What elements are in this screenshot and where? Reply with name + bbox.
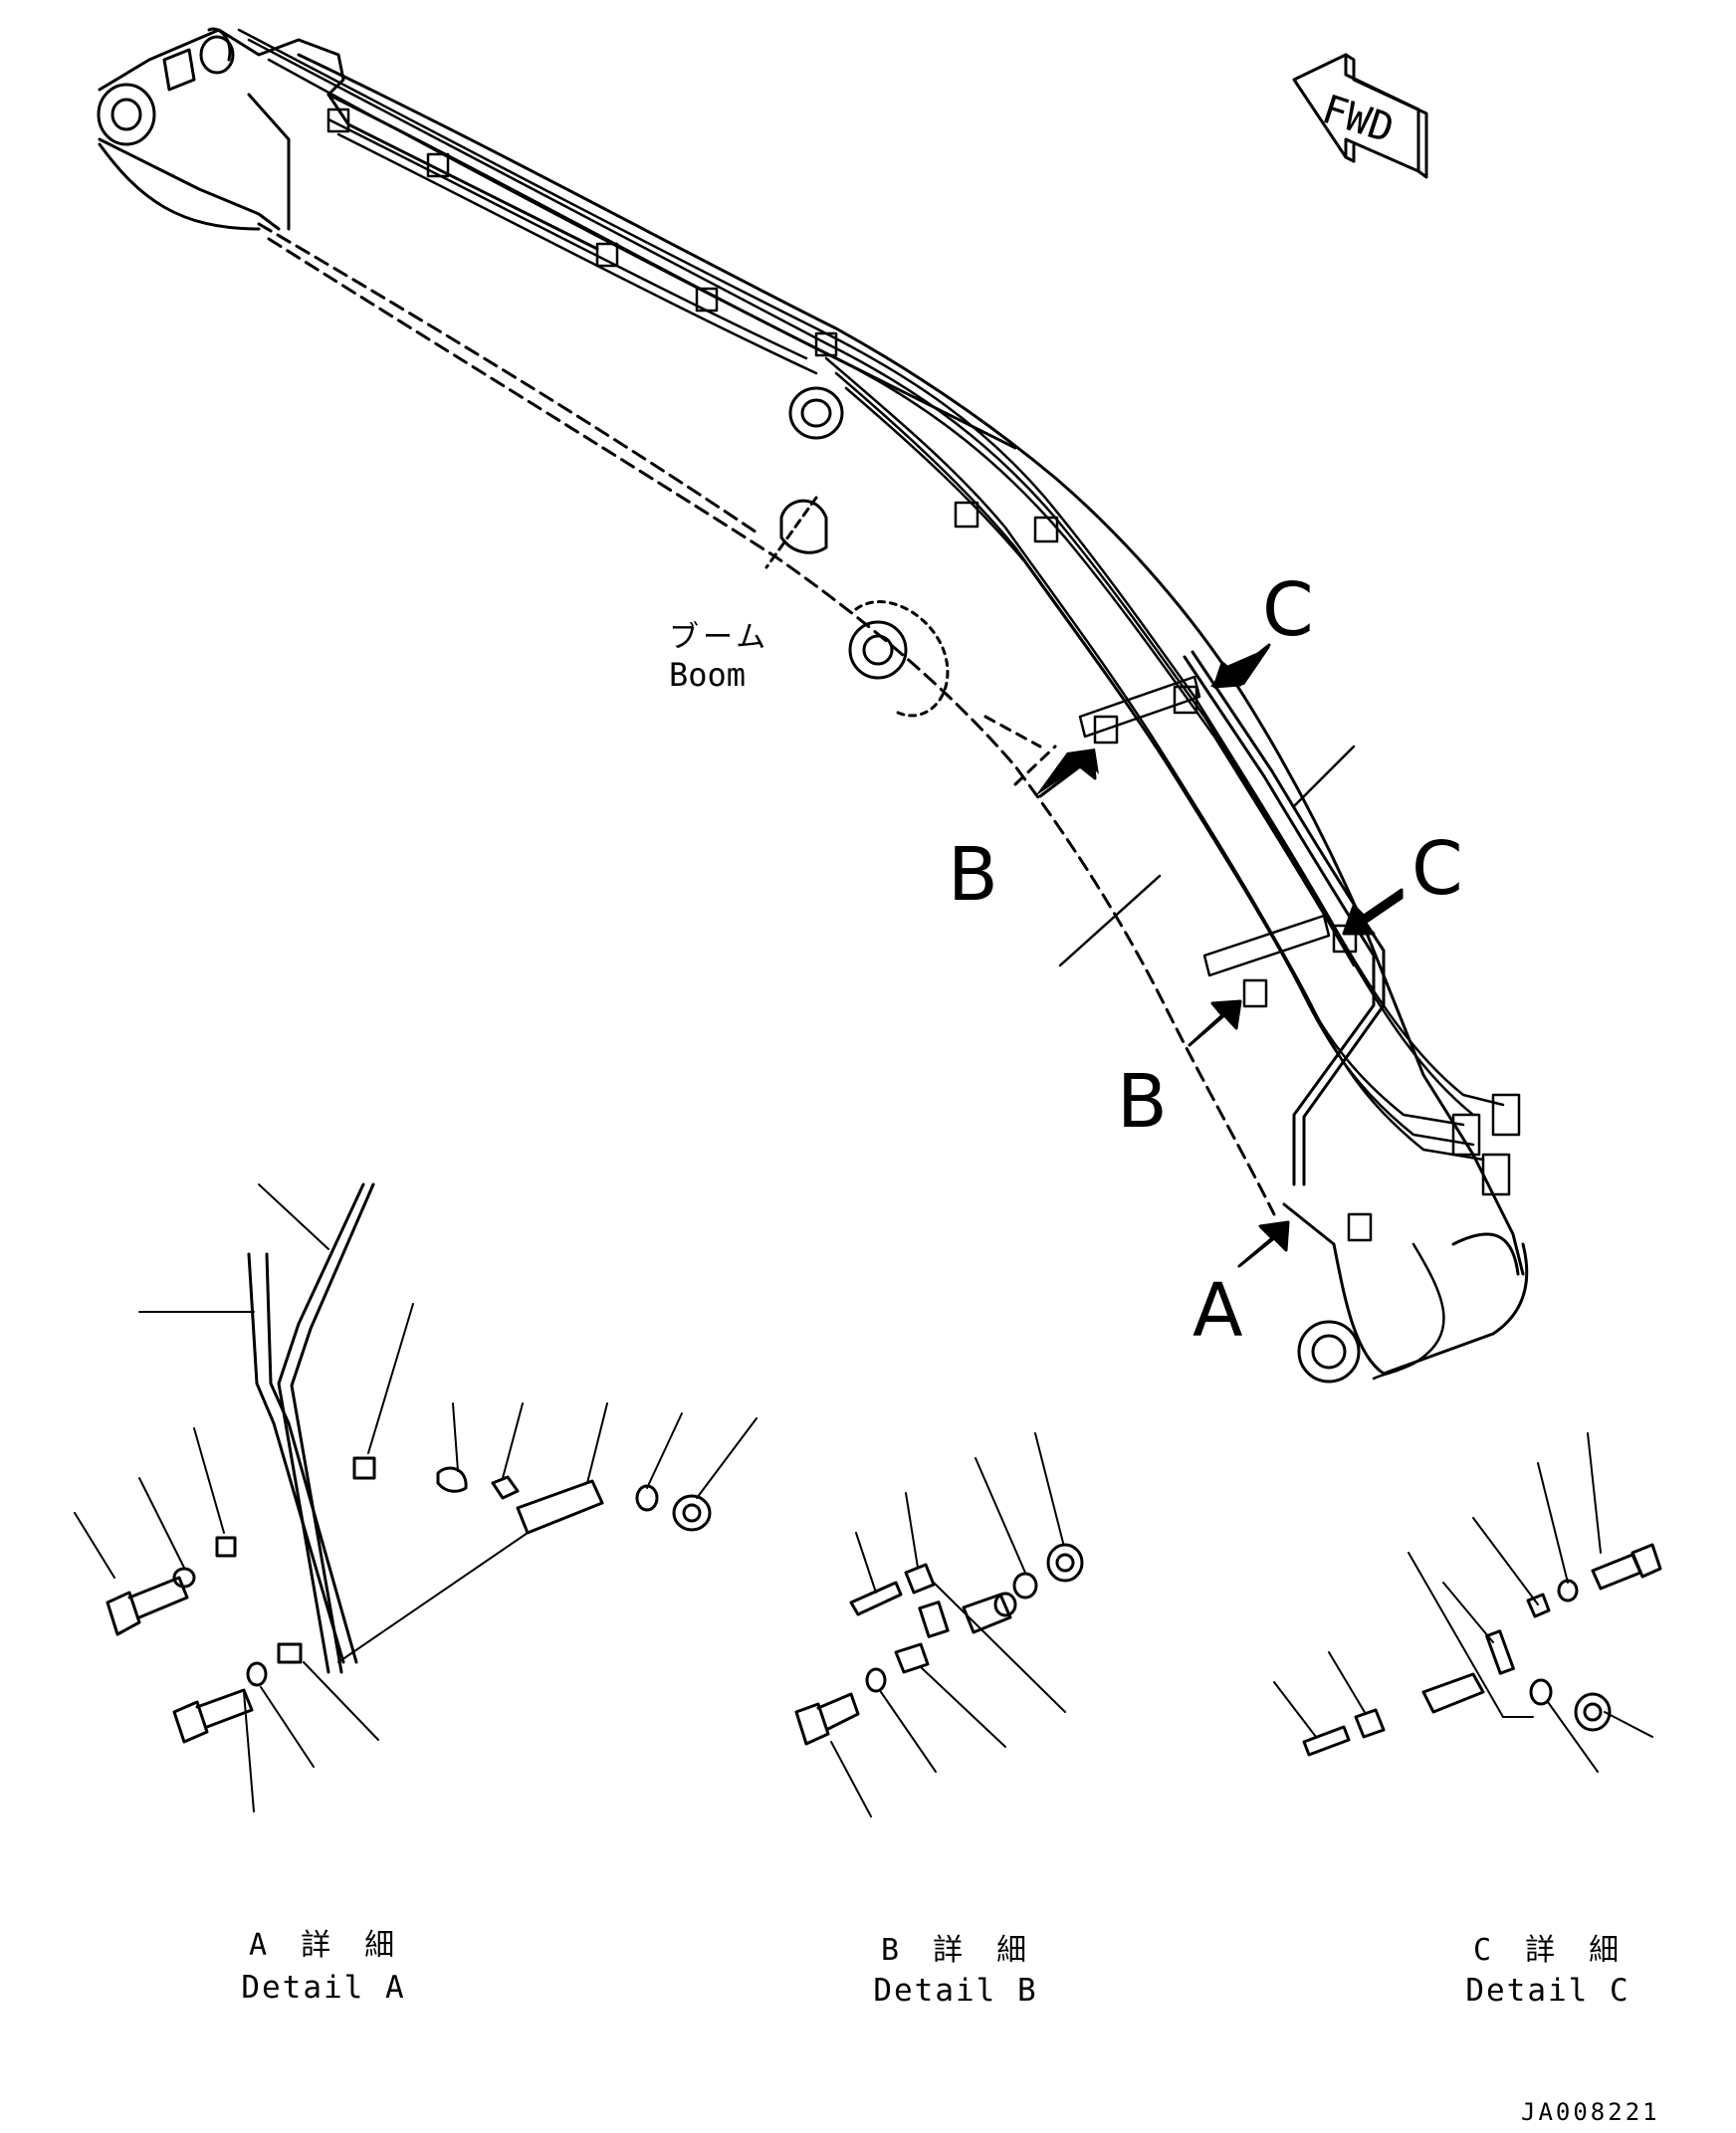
detail-a-bolt-lower-icon	[172, 1688, 254, 1744]
callout-c-mid: C	[1411, 826, 1463, 912]
detail-c-parts	[1273, 1432, 1662, 1773]
hydraulic-pipes	[237, 28, 1521, 1381]
callout-arrow-a-icon	[1237, 1220, 1290, 1268]
detail-c-bolt-icon	[1591, 1543, 1662, 1591]
detail-b-bolt-icon	[794, 1692, 860, 1746]
detail-a-bolt-upper-icon	[106, 1576, 189, 1636]
detail-b-parts	[794, 1432, 1084, 1817]
drawing-id: JA008221	[1521, 2098, 1660, 2126]
detail-b-title-jp: B 詳 細	[881, 1933, 1035, 1968]
callout-b-upper: B	[948, 832, 998, 918]
detail-c-title-jp: C 詳 細	[1473, 1933, 1628, 1968]
callout-b-lower: B	[1117, 1059, 1168, 1145]
detail-c-title-en: Detail C	[1465, 1973, 1630, 2009]
detail-a-title-jp: A 詳 細	[249, 1928, 403, 1963]
detail-a-title-en: Detail A	[241, 1970, 406, 2006]
callout-arrows	[764, 496, 1404, 1268]
callout-a: A	[1193, 1268, 1243, 1354]
detail-b-title-en: Detail B	[873, 1973, 1038, 2009]
callout-arrow-b-lower-icon	[1188, 999, 1242, 1047]
callout-arrow-c-mid-icon	[1342, 888, 1404, 936]
fwd-arrow-icon	[1292, 53, 1428, 179]
boom-label-jp: ブーム	[669, 620, 770, 655]
callout-c-top: C	[1262, 567, 1314, 653]
detail-a-parts	[74, 1182, 758, 1813]
boom-label-en: Boom	[669, 656, 747, 694]
boom-outline	[97, 27, 1529, 1384]
